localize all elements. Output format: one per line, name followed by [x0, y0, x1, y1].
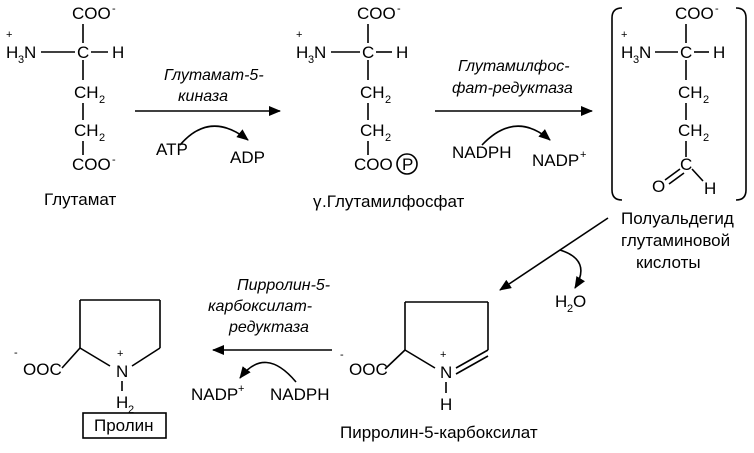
step2-enzyme-line2: фат-редуктаза	[452, 80, 573, 97]
svg-text:COO: COO	[675, 4, 714, 23]
svg-text:CH: CH	[678, 83, 703, 102]
step3-cyclization: H 2 O	[499, 217, 609, 315]
svg-text:+: +	[238, 383, 244, 395]
glutamate-ch2-2: CH	[74, 121, 99, 140]
svg-text:C: C	[362, 43, 374, 62]
svg-text:C: C	[680, 43, 692, 62]
svg-text:-: -	[112, 3, 116, 15]
svg-text:N: N	[639, 43, 651, 62]
svg-text:-: -	[14, 347, 18, 359]
p5c-n: N	[440, 363, 452, 382]
phosphate-circle	[396, 153, 418, 175]
semialdehyde-name-line3: кислоты	[636, 253, 701, 272]
svg-text:H: H	[713, 43, 725, 62]
svg-text:-: -	[715, 3, 719, 15]
step2-nadph: NADPH	[452, 143, 512, 162]
phosphate-p: P	[402, 155, 413, 174]
glutamate-coo-top: COO	[72, 4, 111, 23]
svg-text:+: +	[117, 348, 123, 360]
step1-cofactor-arc	[179, 125, 249, 146]
step1-kinase: Глутамат-5- киназа ATP ADP	[135, 67, 281, 167]
glutamate-alpha-h: H	[112, 43, 124, 62]
step4-enzyme-line2: карбоксилат-	[208, 298, 312, 315]
step2-nadp: NADP	[532, 151, 579, 170]
svg-text:+: +	[296, 29, 302, 41]
step1-enzyme-line1: Глутамат-5-	[164, 67, 264, 84]
p5c-ooc: OOC	[349, 360, 388, 379]
water-o: O	[573, 292, 586, 311]
semialdehyde-name-line1: Полуальдегид	[621, 209, 734, 228]
step2-enzyme-line1: Глутамилфос-	[458, 58, 570, 75]
step2-cofactor-arc	[481, 125, 551, 146]
proline-structure: - OOC + N H 2 Пролин	[14, 299, 167, 439]
glutamate-amine-n: N	[24, 43, 36, 62]
svg-text:3: 3	[308, 54, 314, 66]
step4-cofactor-arc	[239, 361, 297, 383]
aldehyde-o: O	[652, 177, 665, 196]
svg-text:H: H	[396, 43, 408, 62]
svg-text:2: 2	[385, 94, 391, 106]
proline-name: Пролин	[94, 416, 154, 435]
step4-reductase: Пирролин-5- карбоксилат- редуктаза NADP …	[191, 277, 332, 404]
svg-text:-: -	[112, 154, 116, 166]
step2-reductase: Глутамилфос- фат-редуктаза NADPH NADP +	[435, 58, 593, 170]
p5c-h: H	[440, 395, 452, 414]
svg-text:+: +	[580, 149, 586, 161]
svg-text:H: H	[621, 43, 633, 62]
step1-atp: ATP	[156, 140, 188, 159]
step3-water-arc	[559, 249, 585, 289]
ggp-coo-top: COO	[357, 4, 396, 23]
step4-nadp: NADP	[191, 385, 238, 404]
proline-name-box	[82, 412, 167, 439]
glutamate-name: Глутамат	[44, 190, 116, 209]
step1-enzyme-line2: киназа	[178, 88, 228, 105]
svg-text:-: -	[397, 3, 401, 15]
svg-text:2: 2	[385, 132, 391, 144]
glutamate-amine-h: H	[6, 43, 18, 62]
gamma-glutamylphosphate-structure: COO - + H 3 N C H CH 2 CH 2 COO P γ .Глу…	[296, 3, 465, 211]
svg-text:+: +	[621, 29, 627, 41]
semialdehyde-structure: COO - + H 3 N C H CH 2 CH 2 C O H Полуал…	[611, 3, 747, 272]
glutamate-ch2-1: CH	[74, 83, 99, 102]
svg-text:CH: CH	[360, 83, 385, 102]
svg-text:CH: CH	[360, 121, 385, 140]
svg-text:3: 3	[633, 54, 639, 66]
step4-enzyme-line1: Пирролин-5-	[237, 277, 330, 294]
p5c-name: Пирролин-5-карбоксилат	[340, 423, 538, 442]
svg-text:2: 2	[128, 404, 134, 416]
svg-text:C: C	[680, 155, 692, 174]
svg-text:2: 2	[99, 94, 105, 106]
svg-text:2: 2	[99, 132, 105, 144]
step4-nadph: NADPH	[270, 385, 330, 404]
svg-text:2: 2	[567, 303, 573, 315]
proline-n: N	[116, 362, 128, 381]
aldehyde-h: H	[704, 179, 716, 198]
p5c-structure: - OOC + N H Пирролин-5-карбоксилат	[340, 301, 538, 442]
svg-text:-: -	[340, 349, 344, 361]
water-h: H	[555, 292, 567, 311]
ggp-coo-bottom: COO	[354, 155, 393, 174]
svg-text:+: +	[6, 29, 12, 41]
step4-enzyme-line3: редуктаза	[228, 319, 309, 336]
svg-text:CH: CH	[678, 121, 703, 140]
bracket-left	[611, 7, 623, 201]
glutamate-alpha-c: C	[77, 43, 89, 62]
svg-text:H: H	[296, 43, 308, 62]
svg-text:3: 3	[18, 54, 24, 66]
svg-text:N: N	[314, 43, 326, 62]
proline-h: H	[116, 393, 128, 412]
step3-arrow	[499, 217, 609, 291]
svg-text:+: +	[440, 349, 446, 361]
svg-text:2: 2	[703, 94, 709, 106]
proline-ooc: OOC	[23, 360, 62, 379]
semialdehyde-name-line2: глутаминовой	[621, 231, 730, 250]
step1-adp: ADP	[230, 148, 265, 167]
bracket-right	[735, 7, 747, 201]
svg-text:2: 2	[703, 132, 709, 144]
ggp-gamma: γ	[313, 192, 322, 211]
glutamate-structure: COO - + H 3 N C H CH 2 CH 2 COO - Глутам…	[6, 3, 124, 209]
glutamate-coo-bottom: COO	[72, 155, 111, 174]
ggp-name: .Глутамилфосфат	[322, 192, 465, 211]
